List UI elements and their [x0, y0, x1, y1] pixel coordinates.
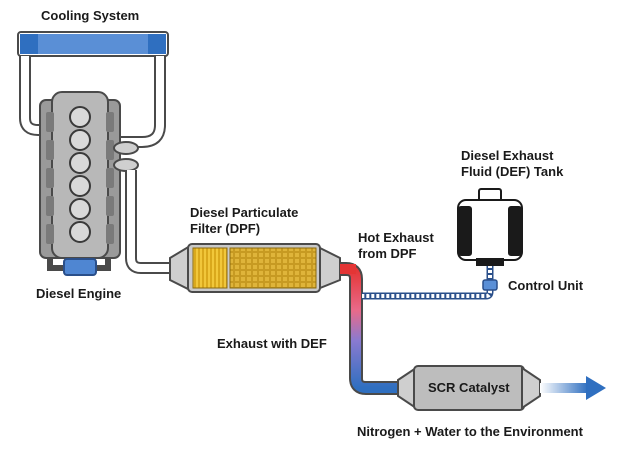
def-tank: [457, 188, 523, 266]
scr-catalyst: [397, 365, 541, 411]
hot-exhaust-pipe: [340, 262, 400, 395]
scr-catalyst-label: SCR Catalyst: [428, 380, 510, 395]
exhaust-with-def-label: Exhaust with DEF: [217, 336, 327, 351]
cooling-loop-pipes: [19, 56, 166, 148]
dpf-unit: [169, 243, 341, 293]
control-unit: [482, 279, 498, 291]
hot-exhaust-label-line1: Hot Exhaust: [358, 230, 434, 245]
output-label: Nitrogen + Water to the Environment: [357, 424, 583, 439]
control-unit-label: Control Unit: [508, 278, 584, 293]
dpf-label-line2: Filter (DPF): [190, 221, 261, 236]
cooling-system-label: Cooling System: [41, 8, 140, 23]
def-tank-label-line1: Diesel Exhaust: [461, 148, 554, 163]
hot-exhaust-label-line2: from DPF: [358, 246, 417, 261]
engine-coolant-pump: [47, 258, 111, 276]
outlet-arrow: [540, 376, 606, 400]
def-tank-label-line2: Fluid (DEF) Tank: [461, 164, 564, 179]
cooling-system-radiator: [17, 31, 169, 57]
exhaust-pipe-engine-to-dpf: [125, 170, 172, 274]
diesel-engine-label: Diesel Engine: [36, 286, 122, 301]
exhaust-manifold: [113, 141, 139, 172]
diesel-engine: [39, 91, 121, 259]
def-injection-line: [362, 265, 494, 300]
dpf-label-line1: Diesel Particulate: [190, 205, 299, 220]
